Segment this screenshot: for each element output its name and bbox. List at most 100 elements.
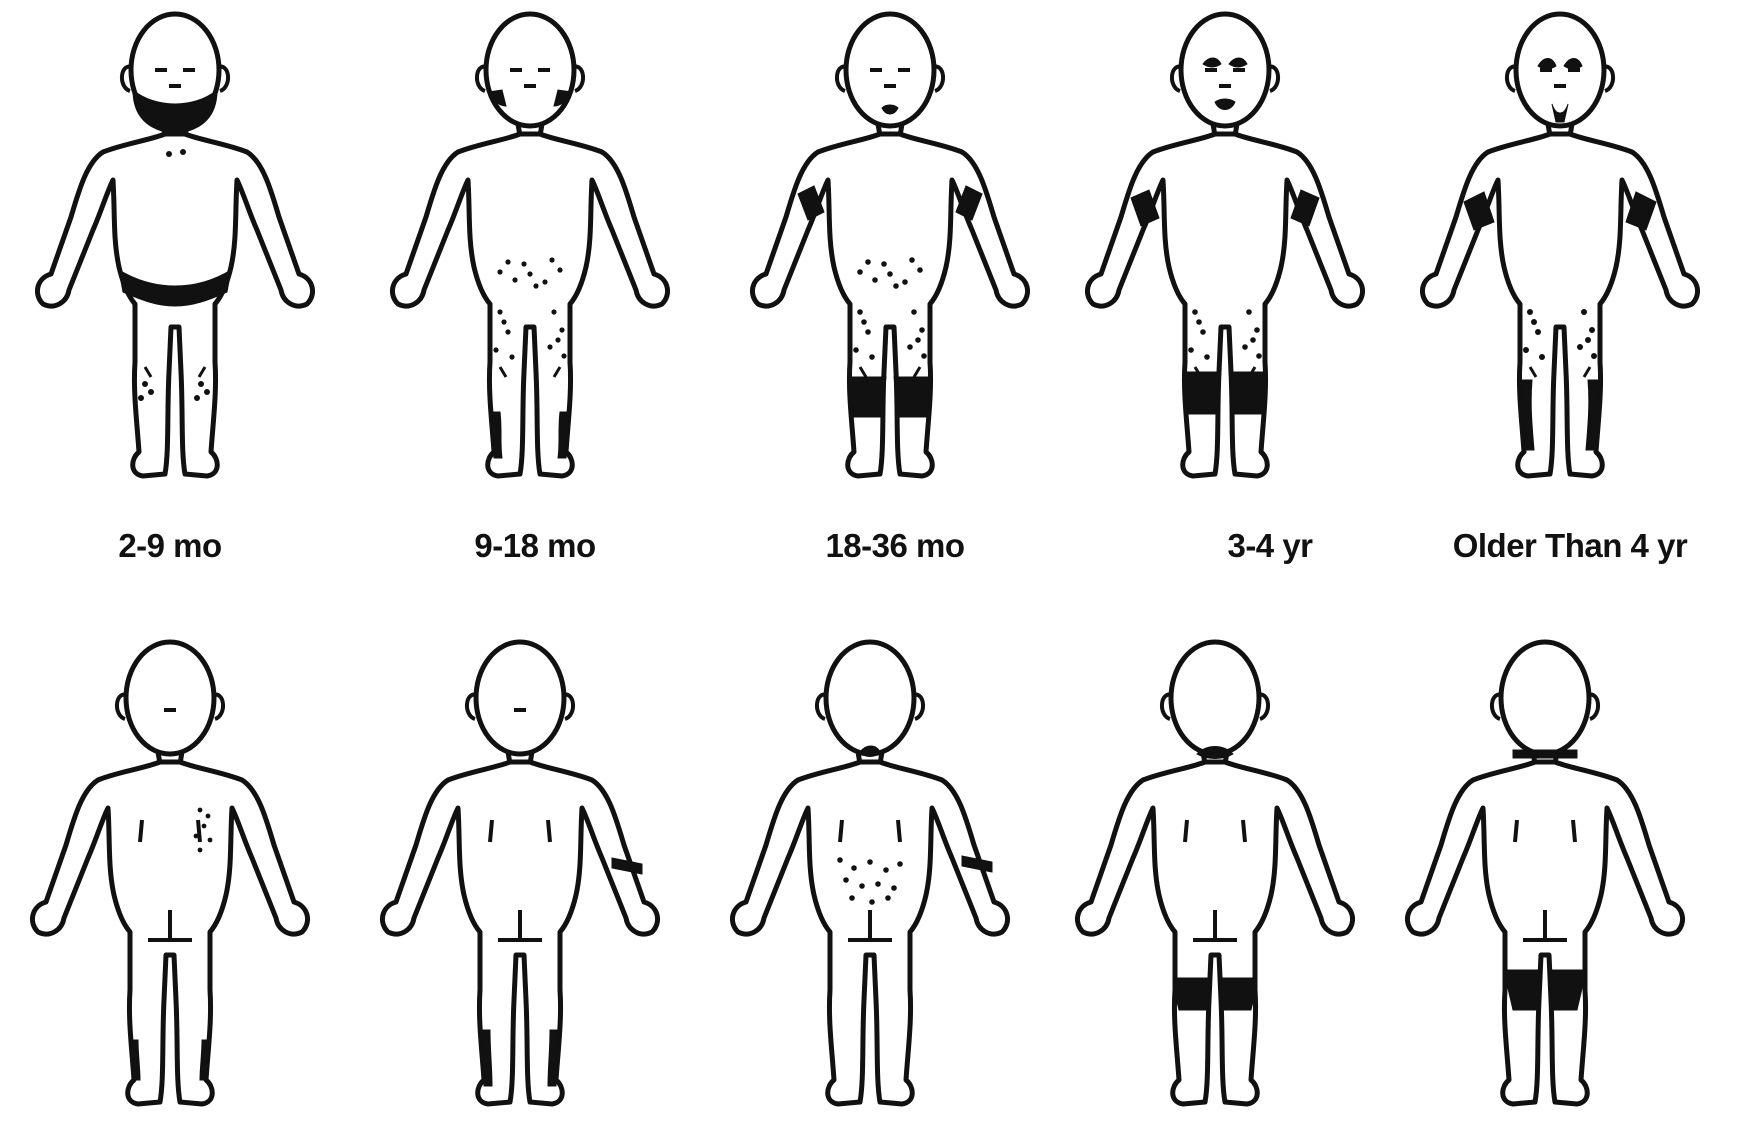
back-lesion-lower-back-3-dot-1 — [837, 857, 843, 863]
front-lesion-knees-1-dot-3 — [138, 395, 144, 401]
back-view-row — [32, 642, 1682, 1104]
back-head-5 — [1501, 642, 1589, 754]
back-lesion-lower-back-3-dot-7 — [859, 883, 865, 889]
front-lesion-mouth-5 — [1552, 104, 1568, 122]
front-lesion-thighs-4-dot-4 — [1204, 354, 1210, 360]
back-figure-2 — [382, 642, 657, 1104]
front-figure-2 — [392, 14, 667, 476]
back-lesion-lower-back-3-dot-5 — [897, 861, 903, 867]
front-lesion-trunk-2-dot-6 — [505, 259, 510, 264]
front-lesion-eyelids-5 — [1538, 59, 1582, 70]
front-lesion-trunk-2-dot-19 — [555, 337, 560, 342]
back-head-3 — [826, 642, 914, 754]
front-lesion-knees-1-dot-2 — [148, 389, 154, 395]
back-contour-marks-1 — [140, 820, 200, 942]
age-label-stage-2: 9-18 mo — [365, 527, 705, 567]
back-lesion-upper-back-1-dot-2 — [206, 814, 211, 819]
front-lesion-mouth-4 — [1215, 99, 1235, 110]
back-contour-marks-3 — [840, 820, 900, 942]
back-lesion-lower-back-3-dot-12 — [885, 895, 891, 901]
front-lesion-thighs-5-dot-4 — [1539, 354, 1545, 360]
front-face-marks-3 — [870, 70, 910, 86]
front-lesion-trunk-3-dot-15 — [919, 327, 925, 333]
front-body-outline-3 — [752, 134, 1027, 476]
front-lesion-knees-1-dot-5 — [204, 389, 210, 395]
front-head-5 — [1516, 14, 1604, 126]
back-lesion-upper-back-1-dot-4 — [194, 834, 199, 839]
front-lesion-thighs-4-dot-8 — [1256, 353, 1262, 359]
front-lesion-trunk-3-dot-11 — [865, 329, 871, 335]
front-lesion-trunk-3-dot-9 — [881, 261, 887, 267]
front-lesion-thighs-5-dot-1 — [1527, 309, 1533, 315]
front-lesion-trunk-3-dot-19 — [915, 337, 921, 343]
front-lesion-trunk-2-dot-4 — [542, 279, 547, 284]
front-lesion-trunk-2-dot-17 — [561, 353, 566, 358]
front-lesion-trunk-2-dot-9 — [521, 261, 526, 266]
front-body-outline-5 — [1422, 134, 1697, 476]
back-lesion-neck-5 — [1513, 750, 1577, 758]
front-lesion-elbow-right-3 — [956, 186, 982, 220]
back-contour-marks-4 — [1185, 820, 1245, 942]
back-figure-4 — [1077, 642, 1352, 1104]
front-lesion-mouth-3 — [882, 105, 898, 114]
front-face-marks-2 — [510, 70, 550, 86]
back-figure-5 — [1407, 642, 1682, 1104]
back-lesion-popliteal-right-4 — [1219, 978, 1257, 1010]
front-lesion-thighs-5-dot-5 — [1581, 309, 1587, 315]
back-figure-3 — [732, 642, 1007, 1104]
front-lesion-thighs-5-dot-7 — [1577, 344, 1583, 350]
front-knee-marks-5 — [1530, 367, 1590, 377]
front-lesion-trunk-3-dot-4 — [902, 279, 908, 285]
front-lesion-thighs-4-dot-3 — [1188, 347, 1194, 353]
back-lesion-nape-3 — [860, 746, 880, 757]
back-lesion-lower-back-3-dot-3 — [867, 859, 873, 865]
front-lesion-thighs-4-dot-10 — [1250, 337, 1256, 343]
front-figure-3 — [752, 14, 1027, 476]
back-lesion-upper-back-1-dot-3 — [202, 824, 207, 829]
front-lesion-knee-right-4 — [1229, 372, 1267, 414]
front-view-row — [37, 14, 1697, 476]
front-body-outline-2 — [392, 134, 667, 476]
front-lesion-trunk-3-dot-1 — [857, 269, 863, 275]
front-knee-marks-3 — [860, 367, 920, 377]
front-lesion-knee-left-4 — [1183, 372, 1221, 414]
front-face-marks-5 — [1540, 70, 1580, 86]
front-lesion-trunk-3-dot-13 — [869, 354, 875, 360]
front-lesion-trunk-3-dot-16 — [907, 344, 913, 350]
age-label-stage-4: 3-4 yr — [1100, 527, 1440, 567]
back-figure-1 — [32, 642, 307, 1104]
age-label-stage-5: Older Than 4 yr — [1400, 527, 1740, 567]
front-lesion-trunk-3-dot-8 — [893, 283, 899, 289]
front-figure-1 — [37, 14, 312, 476]
front-lesion-thighs-5-dot-2 — [1535, 329, 1541, 335]
front-lesion-knees-1-dot-1 — [142, 381, 148, 387]
front-face-marks-4 — [1205, 70, 1245, 86]
front-lesion-knee-right-3 — [894, 377, 932, 417]
front-lesion-trunk-2-dot-13 — [509, 354, 514, 359]
back-lesion-nape-4 — [1197, 747, 1233, 759]
front-lesion-thighs-5-dot-9 — [1531, 319, 1537, 325]
back-head-4 — [1171, 642, 1259, 754]
front-lesion-trunk-3-dot-5 — [917, 267, 923, 273]
front-figure-5 — [1422, 14, 1697, 476]
back-lesion-popliteal-left-5 — [1505, 970, 1541, 1010]
front-lesion-thighs-4-dot-1 — [1192, 309, 1198, 315]
back-contour-marks-2 — [490, 820, 550, 942]
front-lesion-knees-1-dot-7 — [166, 151, 172, 157]
back-lesion-popliteal-right-5 — [1549, 970, 1585, 1010]
front-lesion-knees-1-dot-4 — [198, 381, 204, 387]
front-lesion-trunk-3-dot-17 — [921, 353, 927, 359]
front-lesion-eyelids-4 — [1203, 58, 1247, 67]
front-lesion-trunk-2-dot-3 — [527, 271, 532, 276]
front-lesion-thighs-4-dot-6 — [1254, 327, 1260, 333]
front-lesion-cheeks-1 — [133, 90, 217, 134]
front-lesion-trunk-3-dot-3 — [887, 271, 893, 277]
front-lesion-trunk-3-dot-18 — [861, 319, 867, 325]
front-lesion-trunk-2-dot-5 — [557, 267, 562, 272]
front-lesion-thighs-5-dot-10 — [1585, 337, 1591, 343]
back-lesion-lower-back-3-dot-11 — [869, 899, 875, 905]
front-face-marks-1 — [155, 70, 195, 86]
front-lesion-thighs-4-dot-9 — [1196, 319, 1202, 325]
back-lesion-lower-back-3-dot-6 — [843, 877, 849, 883]
